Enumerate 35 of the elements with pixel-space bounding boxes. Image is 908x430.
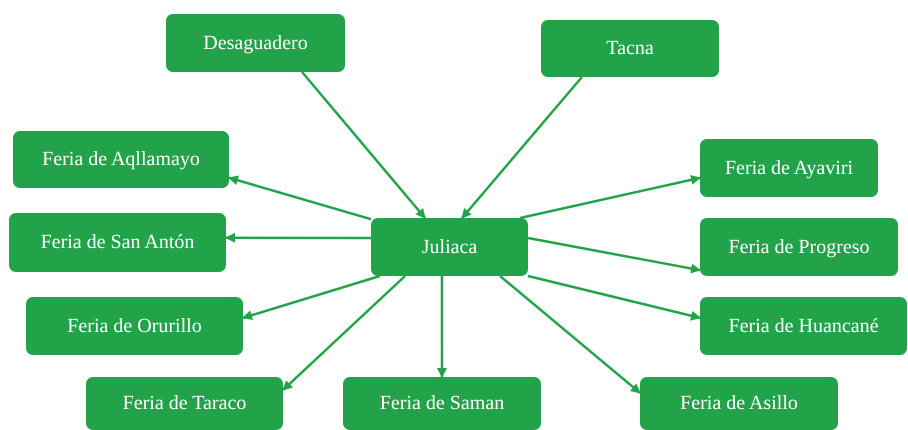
process-box (700, 218, 898, 276)
node-label: Feria de San Antón (40, 231, 194, 254)
arrow (520, 174, 701, 220)
arrow (461, 76, 583, 219)
arrow (242, 274, 380, 320)
process-box (371, 218, 528, 276)
node-label: Desaguadero (203, 32, 308, 54)
process-box (343, 377, 541, 430)
node-label: Feria de Orurillo (67, 314, 202, 338)
process-box (9, 213, 226, 272)
process-box (13, 131, 229, 188)
node-label: Feria de Aqllamayo (42, 148, 200, 171)
process-box (86, 377, 283, 430)
arrow (528, 236, 701, 274)
arrow (225, 232, 371, 243)
process-box (640, 377, 838, 430)
arrow (437, 276, 447, 378)
process-box (541, 20, 719, 77)
arrow (301, 71, 426, 219)
node-label: Feria de Asillo (680, 392, 798, 415)
node-label: Feria de Huancané (728, 314, 878, 338)
arrow (228, 175, 372, 220)
arrow (499, 275, 641, 394)
process-box (26, 297, 243, 355)
node-label: Juliaca (422, 236, 478, 258)
arrow (528, 274, 701, 321)
node-label: Feria de Progreso (728, 236, 870, 258)
arrow (282, 275, 406, 391)
node-label: Feria de Saman (380, 392, 504, 415)
process-box (166, 14, 345, 72)
node-label: Feria de Ayaviri (724, 156, 854, 180)
process-box (700, 139, 878, 197)
node-label: Feria de Taraco (122, 392, 246, 415)
node-label: Tacna (606, 37, 654, 60)
process-box (700, 297, 907, 355)
